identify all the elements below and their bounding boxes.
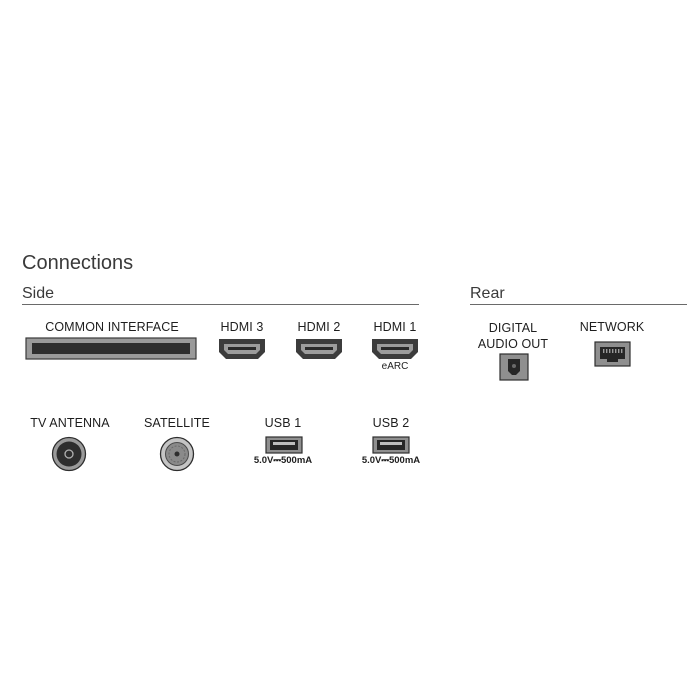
usb-port-icon (372, 436, 410, 454)
network-label: NETWORK (579, 320, 645, 334)
usb1-label: USB 1 (264, 416, 302, 430)
ethernet-port-icon (594, 341, 631, 367)
usb2-power-rating: 5.0V⎓500mA (361, 455, 421, 466)
section-divider-side (22, 304, 419, 305)
section-label-rear: Rear (470, 285, 505, 302)
hdmi1-earc-note: eARC (381, 361, 409, 372)
coax-antenna-icon (51, 436, 87, 472)
usb-port-icon (265, 436, 303, 454)
common-interface-label: COMMON INTERFACE (45, 320, 179, 334)
satellite-label: SATELLITE (144, 416, 210, 430)
section-label-side: Side (22, 285, 55, 302)
optical-audio-icon (499, 353, 529, 381)
page-title: Connections (22, 252, 134, 274)
ci-slot-icon (25, 337, 197, 360)
hdmi3-label: HDMI 3 (220, 320, 264, 334)
section-divider-rear (470, 304, 687, 305)
hdmi-port-icon (219, 339, 265, 359)
hdmi1-label: HDMI 1 (373, 320, 417, 334)
digital-audio-out-label: DIGITAL AUDIO OUT (470, 320, 556, 352)
satellite-f-connector-icon (159, 436, 195, 472)
digital-audio-out-label-line1: DIGITAL (488, 321, 538, 335)
hdmi-port-icon (372, 339, 418, 359)
hdmi-port-icon (296, 339, 342, 359)
hdmi2-label: HDMI 2 (297, 320, 341, 334)
tv-antenna-label: TV ANTENNA (30, 416, 110, 430)
usb1-power-rating: 5.0V⎓500mA (253, 455, 313, 466)
digital-audio-out-label-line2: AUDIO OUT (477, 337, 549, 351)
usb2-label: USB 2 (372, 416, 410, 430)
